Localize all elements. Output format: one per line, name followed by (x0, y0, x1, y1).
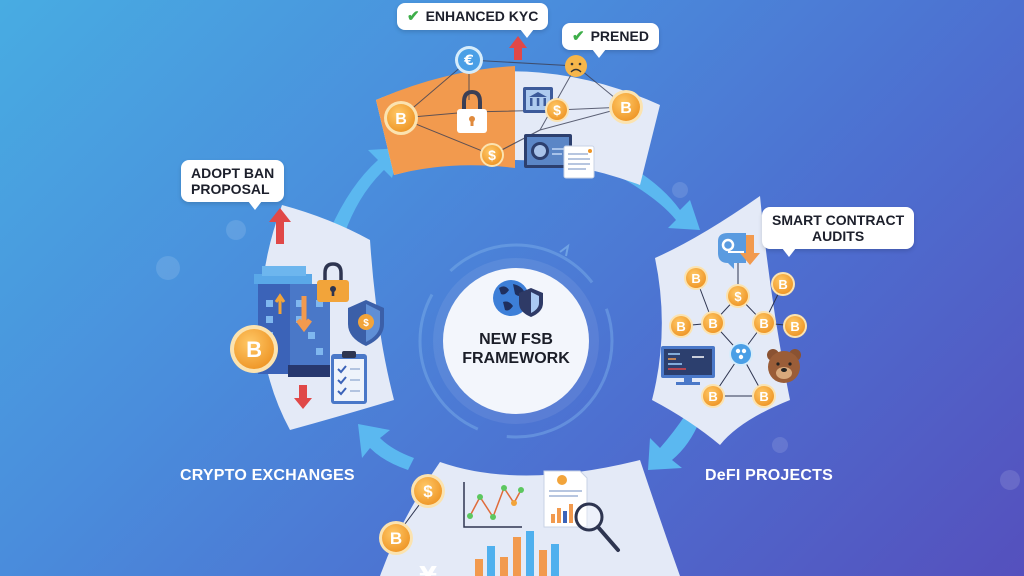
bitcoin-icon: B (230, 325, 278, 373)
building-icon (254, 266, 330, 377)
svg-text:€: € (463, 53, 474, 69)
center-title-line1: NEW FSB (479, 331, 553, 348)
ripple-icon (729, 342, 753, 366)
arrow-exchanges-to-kyc (330, 148, 400, 235)
shield-icon (519, 288, 543, 317)
svg-text:B: B (759, 389, 768, 404)
bitcoin-icon: B (384, 101, 418, 135)
callout-prened: ✔ PRENED (562, 23, 659, 58)
magnifier-icon (574, 502, 620, 552)
svg-text:B: B (778, 277, 787, 292)
center-circle (443, 268, 589, 414)
svg-text:B: B (620, 100, 632, 117)
svg-text:B: B (691, 271, 700, 286)
bitcoin-icon: B (609, 90, 643, 124)
dollar-coin-icon: $ (411, 474, 445, 508)
down-arrow-icon (294, 385, 312, 409)
bear-icon (767, 349, 801, 383)
document-icon (563, 145, 595, 179)
center-title: NEW FSB FRAMEWORK (443, 330, 589, 368)
sad-face-icon (565, 55, 587, 77)
label-defi-projects: DeFI PROJECTS (705, 467, 833, 484)
bitcoin-icon: B (379, 521, 413, 555)
section-analytics: $ B ¥ (379, 460, 680, 576)
key-icon (718, 233, 760, 269)
svg-text:B: B (759, 316, 768, 331)
check-icon: ✔ (407, 8, 420, 25)
svg-text:B: B (246, 337, 262, 362)
dollar-coin-icon: $ (726, 284, 750, 308)
yen-icon: ¥ (419, 562, 437, 576)
shield-coin-icon: $ (348, 300, 384, 346)
bitcoin-icon: B (684, 266, 708, 290)
line-chart-icon (463, 482, 524, 528)
dollar-coin-icon: $ (545, 98, 569, 122)
section-crypto-exchanges: $ B (230, 205, 394, 430)
euro-coin-icon: € (455, 46, 483, 74)
vault-icon (524, 134, 572, 168)
background-bokeh (156, 182, 1020, 490)
callout-adopt-ban-line1: ADOPT BAN (191, 165, 275, 181)
callout-smart-contract-line1: SMART CONTRACT (772, 212, 905, 228)
svg-text:B: B (390, 529, 402, 548)
bank-icon (523, 87, 553, 113)
bitcoin-icon: B (783, 314, 807, 338)
svg-text:B: B (708, 389, 717, 404)
svg-text:$: $ (734, 289, 742, 304)
svg-text:$: $ (488, 147, 496, 163)
monitor-code-icon (661, 346, 715, 385)
section-kyc-network: € B $ $ (376, 36, 660, 185)
lock-icon (457, 89, 487, 133)
clipboard-checklist-icon (331, 351, 367, 404)
lock-icon (317, 262, 349, 302)
bitcoin-icon: B (701, 311, 725, 335)
bitcoin-icon: B (669, 314, 693, 338)
center-title-line2: FRAMEWORK (462, 350, 570, 367)
up-arrow-icon (509, 36, 527, 60)
bitcoin-icon: B (701, 384, 725, 408)
callout-smart-contract-line2: AUDITS (812, 228, 865, 244)
arrow-kyc-to-defi (622, 165, 700, 230)
svg-text:B: B (676, 319, 685, 334)
section-defi-projects: B B $ B B B B B B (652, 196, 807, 445)
svg-text:$: $ (363, 318, 369, 329)
callout-adopt-ban-proposal: ADOPT BAN PROPOSAL (181, 160, 285, 210)
cycle-arrows (330, 148, 700, 470)
arrow-defi-to-analytics (648, 414, 700, 470)
callout-prened-text: PRENED (590, 28, 649, 44)
callout-smart-contract-audits: SMART CONTRACT AUDITS (762, 207, 915, 257)
callout-enhanced-kyc-text: ENHANCED KYC (425, 8, 539, 24)
check-icon: ✔ (572, 28, 585, 45)
callout-enhanced-kyc: ✔ ENHANCED KYC (397, 3, 549, 38)
up-arrow-icon (269, 208, 291, 244)
dollar-coin-icon: $ (480, 143, 504, 167)
globe-shield-graphic (493, 280, 543, 317)
bar-chart-icon (475, 531, 559, 576)
svg-text:$: $ (423, 482, 433, 501)
svg-text:B: B (790, 319, 799, 334)
label-crypto-exchanges: CRYPTO EXCHANGES (180, 467, 355, 484)
svg-text:$: $ (553, 102, 561, 118)
bitcoin-icon: B (771, 272, 795, 296)
callout-adopt-ban-line2: PROPOSAL (191, 181, 270, 197)
bitcoin-icon: B (752, 384, 776, 408)
svg-text:B: B (708, 316, 717, 331)
svg-text:B: B (395, 111, 407, 128)
arrow-analytics-to-exchanges (358, 424, 414, 470)
bitcoin-icon: B (752, 311, 776, 335)
